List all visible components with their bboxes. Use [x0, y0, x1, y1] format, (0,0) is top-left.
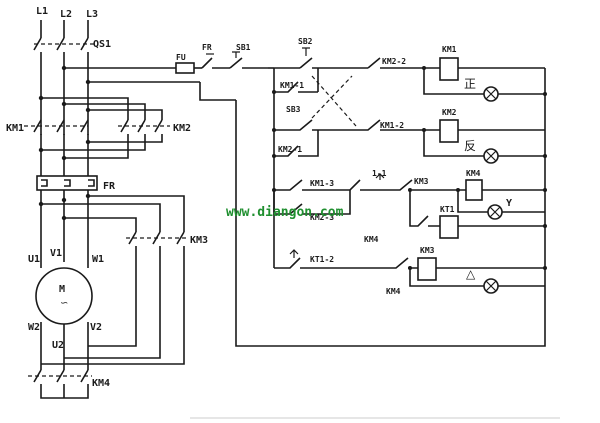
- sb1-contact: [229, 57, 268, 69]
- terminal-w2: W2: [28, 322, 40, 333]
- fr-heaters: [41, 179, 95, 187]
- lines-to-fr: [40, 134, 89, 176]
- sb2-interlock: [311, 75, 357, 127]
- km4-coil: [465, 179, 483, 201]
- control-rail-right: [199, 68, 546, 347]
- km1-3-label: KM1-3: [310, 179, 334, 188]
- fuse: [175, 62, 195, 74]
- terminal-w1: W1: [92, 254, 104, 265]
- motor-symbol: ∽: [60, 298, 68, 309]
- motor-label: M: [59, 284, 65, 295]
- km4-power-label: KM4: [92, 378, 110, 389]
- motor-tail-lines: [40, 322, 89, 370]
- fr-heater-box: [36, 175, 98, 191]
- km3-coil: [417, 257, 437, 281]
- km3-nc-label: KM3: [414, 177, 429, 186]
- sb1-label: SB1: [236, 43, 251, 52]
- delta-lamp-label: △: [466, 267, 476, 281]
- reverse-lamp-label: 反: [464, 139, 476, 153]
- km1-1-label: KM1-1: [280, 81, 304, 90]
- km3-coil-label: KM3: [420, 246, 435, 255]
- sb3-label: SB3: [286, 105, 301, 114]
- kt1-coil: [439, 215, 459, 239]
- forward-lamp-label: 正: [464, 77, 476, 91]
- km1-power-label: KM1: [6, 123, 24, 134]
- km2-1-contact: [274, 130, 319, 157]
- km3-power-label: KM3: [190, 235, 208, 246]
- terminal-v1: V1: [50, 248, 62, 259]
- kt1-2-label: KT1-2: [310, 255, 334, 264]
- sb2-label: SB2: [298, 37, 313, 46]
- phase-label-l1: L1: [36, 6, 48, 17]
- km2-3-contact: [273, 190, 351, 215]
- motor: [35, 267, 93, 325]
- phase-label-l2: L2: [60, 9, 72, 20]
- km2-coil: [439, 119, 459, 143]
- km2-1-label: KM2-1: [278, 145, 302, 154]
- km1-1-contact: [274, 81, 318, 93]
- km2-2-label: KM2-2: [382, 57, 406, 66]
- power-circuit: L1 L2 L3 QS1 KM1 KM2: [6, 6, 208, 399]
- sb3-interlock: [311, 75, 353, 119]
- km4-no-label: KM4: [364, 235, 379, 244]
- control-circuit: FU FR SB1 SB2 KM2-2 KM1 KM1-1 正: [175, 37, 547, 347]
- terminal-u1: U1: [28, 254, 40, 265]
- km1-coil: [439, 57, 459, 81]
- km3-feed: [41, 195, 185, 232]
- terminal-u2: U2: [52, 340, 64, 351]
- km2-coil-label: KM2: [442, 108, 457, 117]
- rung1-contacts: [299, 57, 440, 69]
- fuse-label: FU: [176, 53, 186, 62]
- fr-nc-contact: [201, 57, 230, 69]
- star-lamp-label: Y: [506, 198, 512, 209]
- time-contact-label: 1-1: [372, 169, 387, 178]
- rung5-contacts: [274, 257, 418, 269]
- km2-feed: [41, 97, 163, 120]
- incoming-lines: [40, 20, 89, 38]
- km2-power-label: KM2: [173, 123, 191, 134]
- qs1-label: QS1: [93, 39, 111, 50]
- kt1-coil-label: KT1: [440, 205, 455, 214]
- phase-label-l3: L3: [86, 9, 98, 20]
- rung3-contacts: [274, 179, 466, 191]
- km4-coil-label: KM4: [466, 169, 481, 178]
- km4-nc-label: KM4: [386, 287, 401, 296]
- watermark: www.diangon.com: [226, 205, 344, 220]
- bus-lines: [40, 52, 89, 135]
- terminal-v2: V2: [90, 322, 102, 333]
- star-point: [40, 384, 89, 399]
- fr-power-label: FR: [103, 181, 116, 192]
- km1-coil-label: KM1: [442, 45, 457, 54]
- fr-control-label: FR: [202, 43, 212, 52]
- km2-3-label: KM2-3: [310, 213, 334, 222]
- km2-crossover: [41, 134, 163, 159]
- rung2-contacts: [274, 119, 440, 131]
- km1-2-label: KM1-2: [380, 121, 404, 130]
- rung4-contacts: [409, 190, 440, 227]
